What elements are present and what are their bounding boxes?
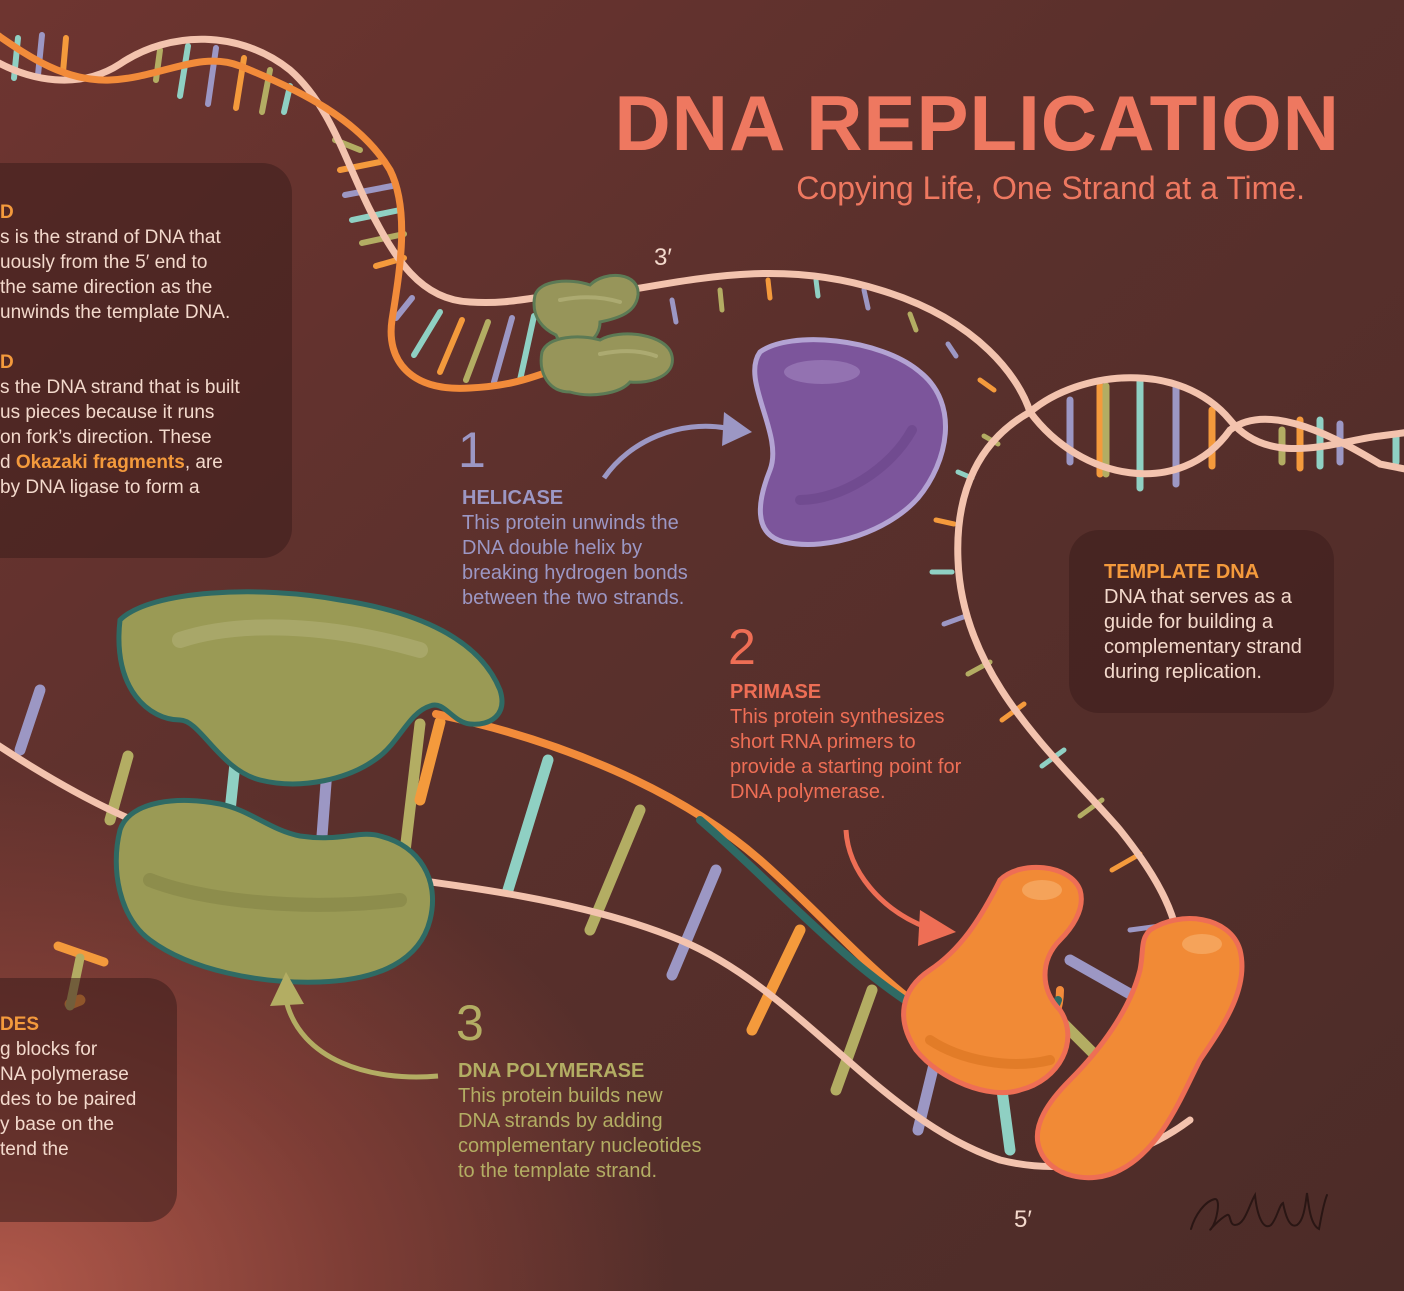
polymerase-line-3: complementary nucleotides	[458, 1135, 702, 1157]
lagging-line-4: d Okazaki fragments, are	[0, 450, 240, 475]
lagging-line-2: us pieces because it runs	[0, 402, 215, 423]
five-prime-marker: 5′	[1014, 1206, 1032, 1233]
helicase-heading: HELICASE	[462, 487, 564, 509]
primase-protein	[752, 337, 948, 547]
nucleotides-line-4: y base on the	[0, 1114, 115, 1135]
lagging-line-1: s the DNA strand that is built	[0, 377, 240, 398]
nucleotides-line-5: tend the	[0, 1139, 69, 1160]
step-1-number: 1	[458, 422, 486, 478]
nucleotides-line-3: des to be paired	[0, 1089, 137, 1110]
template-dna-box	[1069, 530, 1334, 713]
template-line-4: during replication.	[1104, 661, 1262, 683]
lagging-line-4-suffix: , are	[184, 452, 223, 473]
template-line-2: guide for building a	[1104, 611, 1274, 633]
orange-polymerase-protein	[901, 864, 1245, 1181]
helicase-line-2: DNA double helix by	[462, 537, 643, 559]
helicase-arrow	[601, 412, 752, 480]
leading-line-2: uously from the 5′ end to	[0, 252, 208, 273]
helicase-line-1: This protein unwinds the	[462, 512, 679, 534]
lagging-line-3: on fork’s direction. These	[0, 427, 212, 448]
template-dna-heading: TEMPLATE DNA	[1104, 561, 1260, 583]
helicase-line-4: between the two strands.	[462, 587, 685, 609]
nucleotides-line-2: NA polymerase	[0, 1064, 129, 1085]
polymerase-line-2: DNA strands by adding	[458, 1110, 663, 1132]
primase-line-2: short RNA primers to	[730, 731, 916, 753]
three-prime-marker: 3′	[654, 244, 672, 271]
leading-line-3: the same direction as the	[0, 277, 213, 298]
artist-signature	[1190, 1191, 1328, 1231]
nucleotides-info-box	[0, 978, 177, 1222]
template-strand	[556, 269, 1184, 964]
primase-line-1: This protein synthesizes	[730, 706, 945, 728]
lagging-line-5: by DNA ligase to form a	[0, 477, 200, 498]
page-title: DNA REPLICATION	[614, 79, 1340, 167]
leading-line-1: s is the strand of DNA that	[0, 227, 221, 248]
leading-strand-heading: D	[0, 202, 14, 223]
nucleotides-heading: DES	[0, 1014, 40, 1035]
primase-heading: PRIMASE	[730, 681, 822, 703]
step-3-number: 3	[456, 995, 484, 1051]
right-double-helix	[1027, 374, 1404, 492]
helicase-line-3: breaking hydrogen bonds	[462, 562, 688, 584]
primase-arrow	[843, 829, 956, 946]
strand-info-box	[0, 163, 292, 558]
polymerase-line-1: This protein builds new	[458, 1085, 663, 1107]
lagging-line-4-prefix: d	[0, 452, 16, 473]
template-line-1: DNA that serves as a	[1104, 586, 1292, 608]
step-2-primase: PRIMASE This protein synthesizes short R…	[730, 680, 961, 805]
lagging-strand-heading: D	[0, 352, 14, 373]
polymerase-arrow	[270, 972, 439, 1080]
template-line-3: complementary strand	[1104, 636, 1302, 658]
leading-line-4: unwinds the template DNA.	[0, 302, 231, 323]
step-1-helicase: HELICASE This protein unwinds the DNA do…	[462, 486, 688, 611]
dna-polymerase-protein	[113, 589, 505, 985]
page-subtitle: Copying Life, One Strand at a Time.	[796, 170, 1305, 206]
template-dna-label: TEMPLATE DNA DNA that serves as a guide …	[1104, 560, 1302, 685]
okazaki-highlight: Okazaki fragments	[15, 452, 185, 473]
step-3-dna-polymerase: DNA POLYMERASE This protein builds new D…	[458, 1059, 701, 1184]
helicase-protein	[532, 273, 674, 397]
step-2-number: 2	[728, 619, 756, 675]
polymerase-line-4: to the template strand.	[458, 1160, 658, 1182]
top-double-helix	[0, 32, 552, 392]
primase-line-3: provide a starting point for	[730, 756, 962, 778]
nucleotides-text: DES g blocks for NA polymerase des to be…	[0, 1012, 136, 1162]
polymerase-heading: DNA POLYMERASE	[458, 1060, 645, 1082]
nucleotides-line-1: g blocks for	[0, 1039, 98, 1060]
leading-strand-text: D s is the strand of DNA that uously fro…	[0, 200, 230, 325]
lagging-strand-text: D s the DNA strand that is built us piec…	[0, 350, 240, 500]
primase-line-4: DNA polymerase.	[730, 781, 886, 803]
